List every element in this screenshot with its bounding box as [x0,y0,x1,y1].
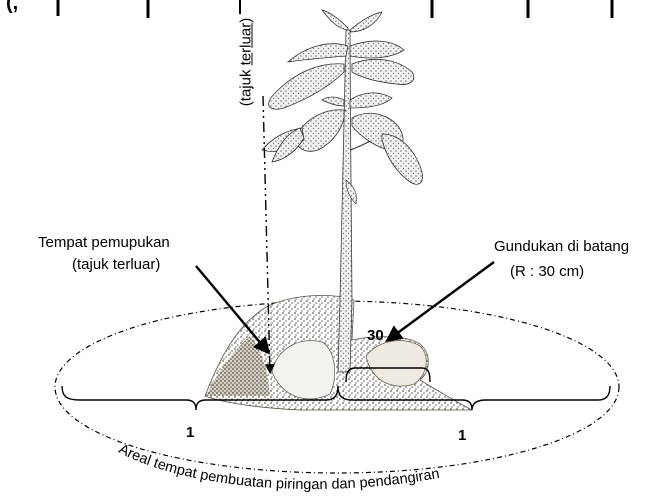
svg-text:Areal tempat pembuatan piringa: Areal tempat pembuatan piringan dan pend… [116,441,441,493]
area-caption-text: Areal tempat pembuatan piringan dan pend… [116,441,441,493]
